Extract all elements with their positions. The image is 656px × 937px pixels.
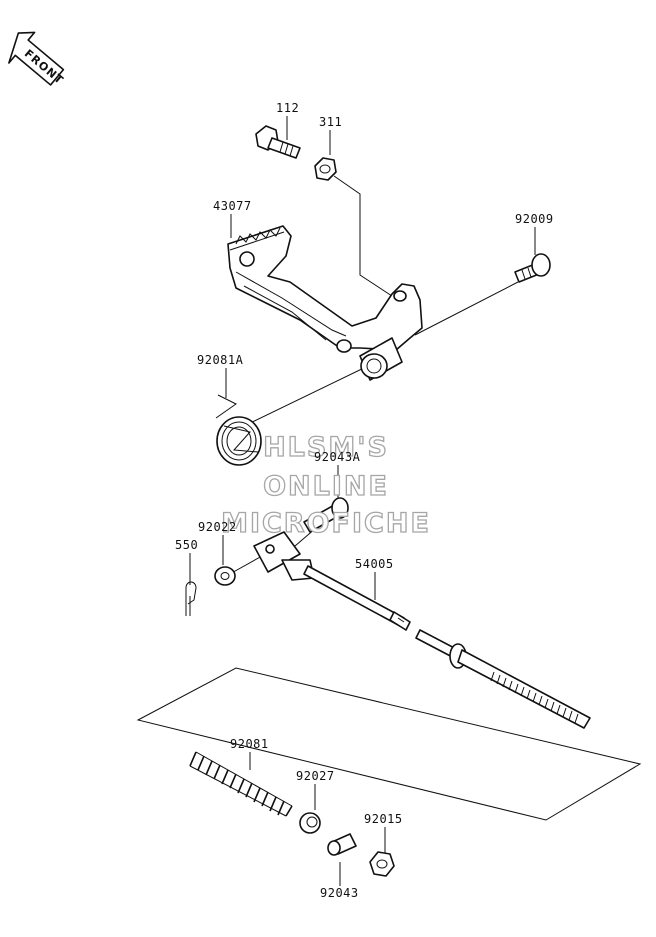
bolt-112 bbox=[255, 125, 301, 159]
part-callouts: 112 311 43077 92009 92081A 92043A 92022 … bbox=[175, 101, 554, 900]
callout-92043: 92043 bbox=[320, 886, 359, 900]
callout-112: 112 bbox=[276, 101, 299, 115]
callout-92081: 92081 bbox=[230, 737, 269, 751]
cotter-pin-550 bbox=[185, 581, 197, 616]
watermark-line-1: HLSM'S bbox=[263, 432, 389, 463]
brake-pedal-43077 bbox=[227, 225, 423, 381]
watermark: HLSM'S ONLINE MICROFICHE bbox=[220, 431, 431, 539]
brake-rod-54005 bbox=[253, 531, 591, 729]
callout-550: 550 bbox=[175, 538, 198, 552]
watermark-line-3: MICROFICHE bbox=[221, 508, 431, 539]
front-arrow-badge: FRONT bbox=[8, 31, 66, 87]
clevis-pin-92043A bbox=[303, 497, 349, 533]
callout-92027: 92027 bbox=[296, 769, 335, 783]
collar-92027 bbox=[299, 812, 321, 834]
callout-43077: 43077 bbox=[213, 199, 252, 213]
callout-311: 311 bbox=[319, 115, 342, 129]
washer-92022 bbox=[214, 566, 236, 586]
return-spring-92081 bbox=[189, 751, 293, 817]
callout-92081A: 92081A bbox=[197, 353, 244, 367]
nut-92015 bbox=[369, 851, 395, 877]
subassembly-frame bbox=[136, 667, 642, 821]
callout-92022: 92022 bbox=[198, 520, 237, 534]
nut-311 bbox=[314, 157, 337, 181]
callout-92009: 92009 bbox=[515, 212, 554, 226]
torsion-spring-92081A bbox=[215, 394, 262, 466]
bolt-92009 bbox=[514, 253, 551, 283]
pin-92043 bbox=[327, 833, 357, 856]
callout-92043A: 92043A bbox=[314, 450, 361, 464]
callout-54005: 54005 bbox=[355, 557, 394, 571]
watermark-line-2: ONLINE bbox=[263, 471, 389, 502]
callout-92015: 92015 bbox=[364, 812, 403, 826]
leader-lines bbox=[189, 116, 536, 886]
